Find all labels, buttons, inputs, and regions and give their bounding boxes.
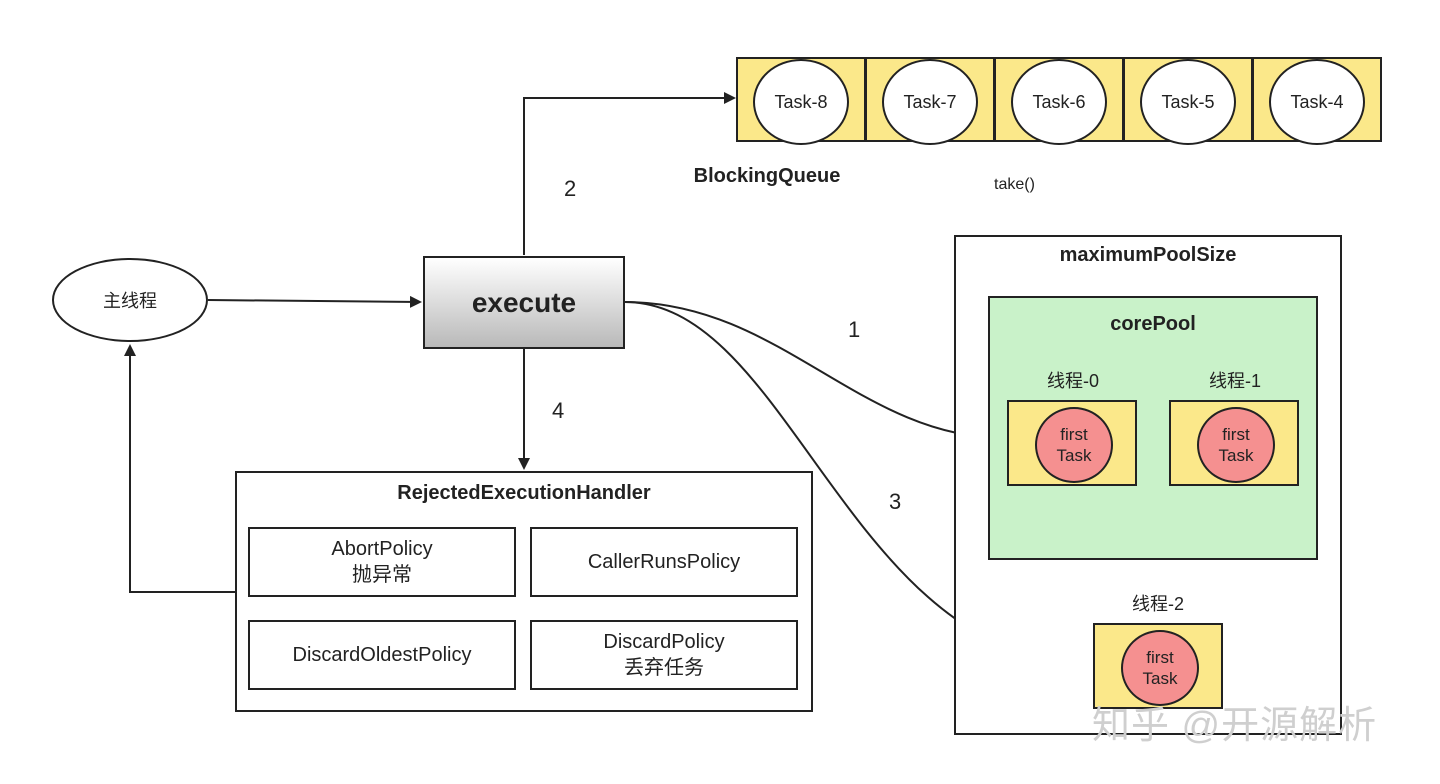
arrow-main-to-execute (207, 295, 422, 308)
queue-slot: Task-5 (1123, 57, 1253, 145)
core-pool-title: corePool (1110, 313, 1196, 335)
caller-runs-policy: CallerRunsPolicy (530, 527, 798, 597)
queue-slot: Task-8 (736, 57, 866, 145)
worker-label: 线程-0 (1046, 371, 1099, 391)
arrow-execute-to-thread0 (624, 301, 1006, 444)
queue-slot: Task-4 (1252, 57, 1382, 145)
queue-task: Task-4 (1269, 59, 1365, 145)
first-task-line1: first (1060, 425, 1088, 444)
queue-slot: Task-6 (994, 57, 1124, 145)
main-thread-node: 主线程 (52, 258, 208, 342)
first-task: first Task (1121, 630, 1199, 706)
step-label-3: 3 (889, 489, 902, 514)
policy-name: DiscardPolicy (603, 631, 725, 653)
maximum-pool-title: maximumPoolSize (1059, 244, 1237, 266)
worker-thread-0: first Task (1007, 400, 1137, 486)
first-task-line1: first (1146, 648, 1174, 667)
blocking-queue-label: BlockingQueue (693, 165, 841, 187)
step-label-2: 2 (564, 176, 577, 201)
discard-policy: DiscardPolicy 丢弃任务 (530, 620, 798, 690)
worker-thread-2: first Task (1093, 623, 1223, 709)
first-task-line2: Task (1218, 446, 1254, 465)
first-task-line1: first (1222, 425, 1250, 444)
step-label-1: 1 (848, 317, 861, 342)
arrow-execute-to-queue (523, 92, 736, 255)
policy-name: CallerRunsPolicy (587, 551, 741, 573)
worker-label: 线程-2 (1131, 594, 1184, 614)
worker-label: 线程-1 (1208, 371, 1261, 391)
first-task: first Task (1035, 407, 1113, 483)
watermark: 知乎 @开源解析 (1092, 705, 1378, 747)
first-task: first Task (1197, 407, 1275, 483)
policy-name: DiscardOldestPolicy (292, 644, 472, 666)
queue-task: Task-6 (1011, 59, 1107, 145)
step-label-4: 4 (552, 398, 565, 423)
policy-desc: 丢弃任务 (624, 657, 704, 679)
queue-task: Task-7 (882, 59, 978, 145)
queue-slot: Task-7 (865, 57, 995, 145)
first-task-line2: Task (1142, 669, 1178, 688)
queue-task: Task-5 (1140, 59, 1236, 145)
worker-thread-1: first Task (1169, 400, 1299, 486)
execute-node: execute (423, 256, 625, 349)
handler-title: RejectedExecutionHandler (397, 482, 651, 504)
policy-desc: 抛异常 (352, 564, 412, 586)
arrow-handler-to-main (124, 344, 235, 593)
take-label: take() (994, 176, 1035, 193)
queue-task: Task-8 (753, 59, 849, 145)
discard-oldest-policy: DiscardOldestPolicy (248, 620, 516, 690)
abort-policy: AbortPolicy 抛异常 (248, 527, 516, 597)
policy-name: AbortPolicy (331, 538, 433, 560)
first-task-line2: Task (1056, 446, 1092, 465)
